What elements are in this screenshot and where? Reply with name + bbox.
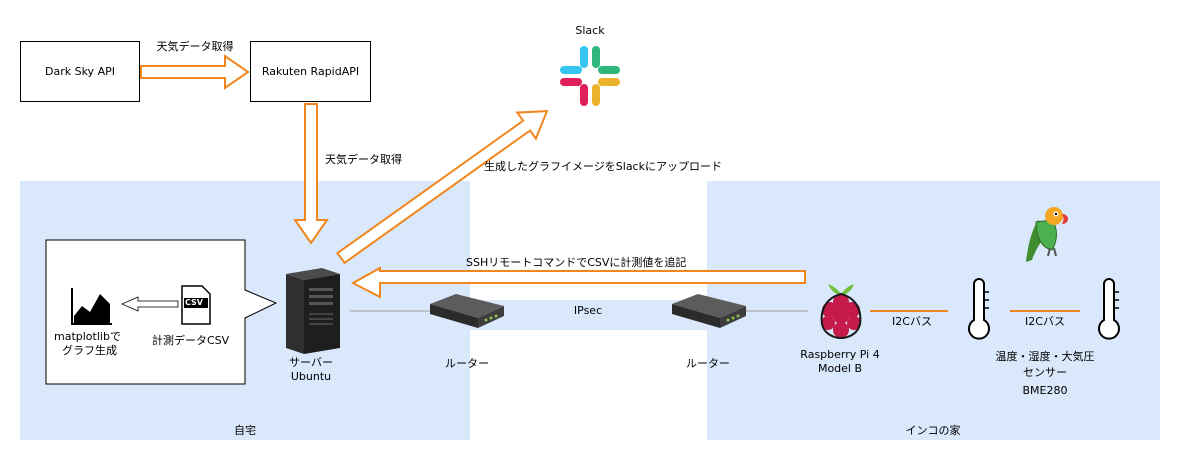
raspberry-pi-icon xyxy=(820,284,862,340)
rakuten-rapidapi-box[interactable]: Rakuten RapidAPI xyxy=(250,41,371,102)
dark-sky-api-box[interactable]: Dark Sky API xyxy=(20,41,140,102)
arrow-raspi-to-server xyxy=(350,266,806,299)
parrot-icon xyxy=(1026,207,1068,262)
label-slack: Slack xyxy=(575,24,605,37)
label-server-line1: サーバー xyxy=(289,356,333,369)
label-ssh-command: SSHリモートコマンドでCSVに計測値を追記 xyxy=(466,256,687,269)
arrow-rakuten-to-server xyxy=(293,103,329,245)
arrow-server-to-slack xyxy=(336,110,549,265)
label-weather-fetch-down: 天気データ取得 xyxy=(325,153,402,166)
label-zone-home: 自宅 xyxy=(234,424,256,437)
thermometer-icon xyxy=(1098,278,1120,340)
router-left-icon xyxy=(430,294,504,328)
arrow-csv-to-graph xyxy=(120,296,179,312)
label-raspi-line2: Model B xyxy=(817,362,863,375)
label-sensor-line2: センサー xyxy=(1023,366,1067,379)
label-i2c-1: I2Cバス xyxy=(892,315,932,328)
label-matplotlib-line1: matplotlibで xyxy=(54,330,121,343)
server-tower-icon xyxy=(286,268,340,354)
label-sensor-line3: BME280 xyxy=(1022,384,1068,397)
label-sensor-line1: 温度・湿度・大気圧 xyxy=(995,350,1095,363)
label-raspi-line1: Raspberry Pi 4 xyxy=(800,348,880,361)
label-zone-parrot-home: インコの家 xyxy=(905,424,961,437)
label-router-right: ルーター xyxy=(686,357,730,370)
csv-file-icon xyxy=(181,285,211,325)
thermometer-icon xyxy=(968,278,990,340)
router-right-icon xyxy=(672,294,746,328)
label-upload-slack: 生成したグラフイメージをSlackにアップロード xyxy=(484,160,722,173)
label-server-line2: Ubuntu xyxy=(290,370,332,383)
zone-ipsec-band xyxy=(470,300,707,330)
chart-icon xyxy=(71,288,112,325)
label-ipsec: IPsec xyxy=(573,304,603,317)
label-weather-fetch-top: 天気データ取得 xyxy=(156,40,234,53)
label-router-left: ルーター xyxy=(445,357,489,370)
label-csv: 計測データCSV xyxy=(152,334,230,347)
arrow-darksky-to-rakuten xyxy=(140,54,250,90)
csv-badge-text: CSV xyxy=(185,298,203,307)
slack-icon xyxy=(560,46,620,106)
label-i2c-2: I2Cバス xyxy=(1025,315,1065,328)
label-matplotlib-line2: グラフ生成 xyxy=(62,344,117,357)
